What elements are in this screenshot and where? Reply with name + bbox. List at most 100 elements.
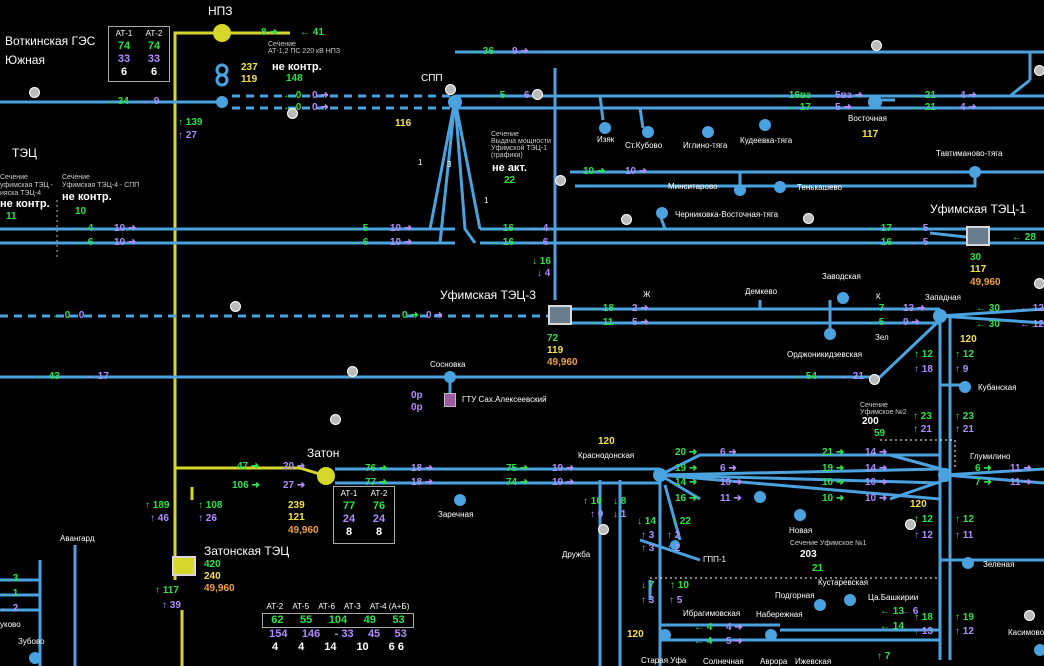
station-krasnodonskaya[interactable]: Краснодонская: [578, 451, 635, 460]
station-kubanskaya[interactable]: Кубанская: [978, 383, 1017, 392]
station-ordzhon[interactable]: Орджоникидзевская: [787, 350, 863, 359]
flow-value: ← 36: [470, 46, 494, 57]
station-k[interactable]: К: [876, 292, 881, 301]
station-kasimovo[interactable]: Касимово: [1008, 628, 1044, 637]
ufa-tec1-transformer[interactable]: [966, 226, 990, 246]
station-iglino[interactable]: Иглино-тяга: [683, 141, 728, 150]
station-ibragimovskaya[interactable]: Ибрагимовская: [683, 609, 741, 618]
station-zelenaya[interactable]: Зеленая: [983, 560, 1015, 569]
flow-value: ← 16вз: [776, 90, 812, 101]
flow-value: ← 0: [52, 310, 71, 321]
section-spp-state: не акт.: [492, 162, 527, 174]
flow-value: 10 ➜: [390, 237, 413, 248]
station-zarechnaya[interactable]: Заречная: [438, 510, 474, 519]
at-active: 49: [363, 614, 376, 626]
station-gtu[interactable]: ГТУ Сах.Алексеевский: [462, 395, 547, 404]
station-sosnovka[interactable]: Сосновка: [430, 360, 466, 369]
section-uf2-flow: 59: [874, 428, 886, 439]
clock-icon: [445, 84, 456, 95]
station-tavtimanovo[interactable]: Тавтиманово-тяга: [936, 149, 1003, 158]
station-zavodskaya[interactable]: Заводская: [822, 272, 861, 281]
gen-gtu-q: 0р: [411, 402, 423, 413]
station-vostochnaya[interactable]: Восточная: [848, 114, 887, 123]
clock-icon: [871, 40, 882, 51]
flow-value: 1: [484, 196, 489, 205]
station-staraya-ufa[interactable]: Старая Уфа: [641, 656, 687, 665]
clock-icon: [347, 366, 358, 377]
at-tap: 8: [375, 526, 383, 538]
station-zapadnaya[interactable]: Западная: [925, 293, 961, 302]
station-izhevskaya[interactable]: Ижевская: [795, 657, 832, 666]
zatonskaya-transformer[interactable]: [172, 556, 196, 576]
flow-value: ↑ 46: [150, 513, 169, 524]
station-votkinsk[interactable]: Воткинская ГЭС: [5, 34, 96, 48]
flow-value: ← 5: [487, 90, 506, 101]
flow-value: ← 0: [283, 90, 302, 101]
section-mid-flow: 10: [75, 206, 87, 217]
flow-value: ↑ 26: [198, 513, 217, 524]
station-ufa-tec3[interactable]: Уфимская ТЭЦ-3: [440, 288, 536, 302]
station-spp[interactable]: СПП: [421, 73, 443, 84]
station-zaton[interactable]: Затон: [307, 446, 340, 460]
flow-value: ← 4: [530, 223, 549, 234]
flow-value: 6 ➜: [975, 463, 992, 474]
gtu-block[interactable]: [444, 393, 456, 407]
station-glumilino[interactable]: Глумилино: [970, 452, 1011, 461]
station-podgornaya[interactable]: Подгорная: [775, 591, 815, 600]
flow-value: ← 6: [530, 237, 549, 248]
ufa-tec3-transformer[interactable]: [548, 305, 572, 325]
flow-value: 14 ➜: [675, 477, 698, 488]
section-npz-sub: АТ-1,2 ПС 220 кВ НПЗ: [268, 48, 341, 55]
station-zubovo[interactable]: Зубово: [18, 637, 45, 646]
flow-value: ← 14: [880, 621, 904, 632]
station-zatonskaya[interactable]: Затонская ТЭЦ: [204, 544, 290, 558]
flow-value: ← 54: [793, 371, 817, 382]
station-npz[interactable]: НПЗ: [208, 4, 233, 18]
station-avrora[interactable]: Аврора: [760, 657, 788, 666]
station-naberezhnaya[interactable]: Набережная: [756, 610, 803, 619]
flow-value: ← 4: [694, 636, 713, 647]
at-reactive: 53: [394, 628, 407, 640]
flow-value: 11 ➜: [1010, 477, 1032, 488]
flow-value: ← 5: [866, 317, 885, 328]
station-avangard[interactable]: Авангард: [60, 534, 95, 543]
flow-value: 10 ➜: [865, 493, 888, 504]
station-tec-left[interactable]: ТЭЦ: [12, 146, 37, 160]
gen-krasnodon: 120: [598, 436, 615, 447]
station-tenkashevo[interactable]: Тенькашево: [797, 183, 843, 192]
station-gpp1[interactable]: ГПП-1: [703, 555, 726, 564]
station-kustarevskaya[interactable]: Кустаревская: [818, 578, 869, 587]
flow-value: ← 7: [866, 303, 885, 314]
station-druzhba[interactable]: Дружба: [562, 550, 591, 559]
gen-vostochnaya: 117: [862, 129, 879, 140]
at-tap: 6: [120, 66, 128, 78]
section-uf1-title: Сечение Уфимское №1: [790, 540, 867, 547]
station-zh[interactable]: Ж: [643, 290, 651, 299]
section-spp-sub3: (графики): [491, 152, 523, 159]
station-novaya[interactable]: Новая: [789, 526, 813, 535]
flow-value: ← 17: [787, 102, 811, 113]
at-header: АТ-1: [115, 29, 133, 38]
station-ufa-tec1[interactable]: Уфимская ТЭЦ-1: [930, 202, 1026, 216]
station-ukovo[interactable]: уково: [0, 620, 21, 629]
station-demkovo[interactable]: Демкево: [745, 287, 778, 296]
flow-value: ↑ 27: [178, 130, 197, 141]
station-st-kubovo[interactable]: Ст.Кубово: [625, 141, 663, 150]
station-yuzhnaya[interactable]: Южная: [5, 53, 45, 67]
station-kudeevka[interactable]: Кудеевка-тяга: [740, 136, 793, 145]
flow-value: 18 ➜: [411, 463, 434, 474]
station-chernikovka[interactable]: Черниковка-Восточная-тяга: [675, 210, 779, 219]
flow-value: 27 ➜: [283, 480, 306, 491]
flow-value: ← 3: [0, 573, 19, 584]
flow-value: 2 ➜: [632, 303, 649, 314]
at-reactive: 154: [269, 628, 288, 640]
flow-value: ← 11: [590, 317, 614, 328]
station-zel[interactable]: Зел: [875, 333, 889, 342]
flow-value: 10 ➜: [720, 477, 743, 488]
flow-value: 7 ➜: [975, 477, 992, 488]
station-solnechnaya[interactable]: Солнечная: [703, 657, 744, 666]
at-reactive: 45: [367, 628, 381, 640]
station-ca-bashkirii[interactable]: Ца.Башкирии: [868, 593, 919, 602]
station-izyak[interactable]: Изяк: [597, 135, 615, 144]
station-minsitarovo[interactable]: Минситарово: [668, 182, 718, 191]
